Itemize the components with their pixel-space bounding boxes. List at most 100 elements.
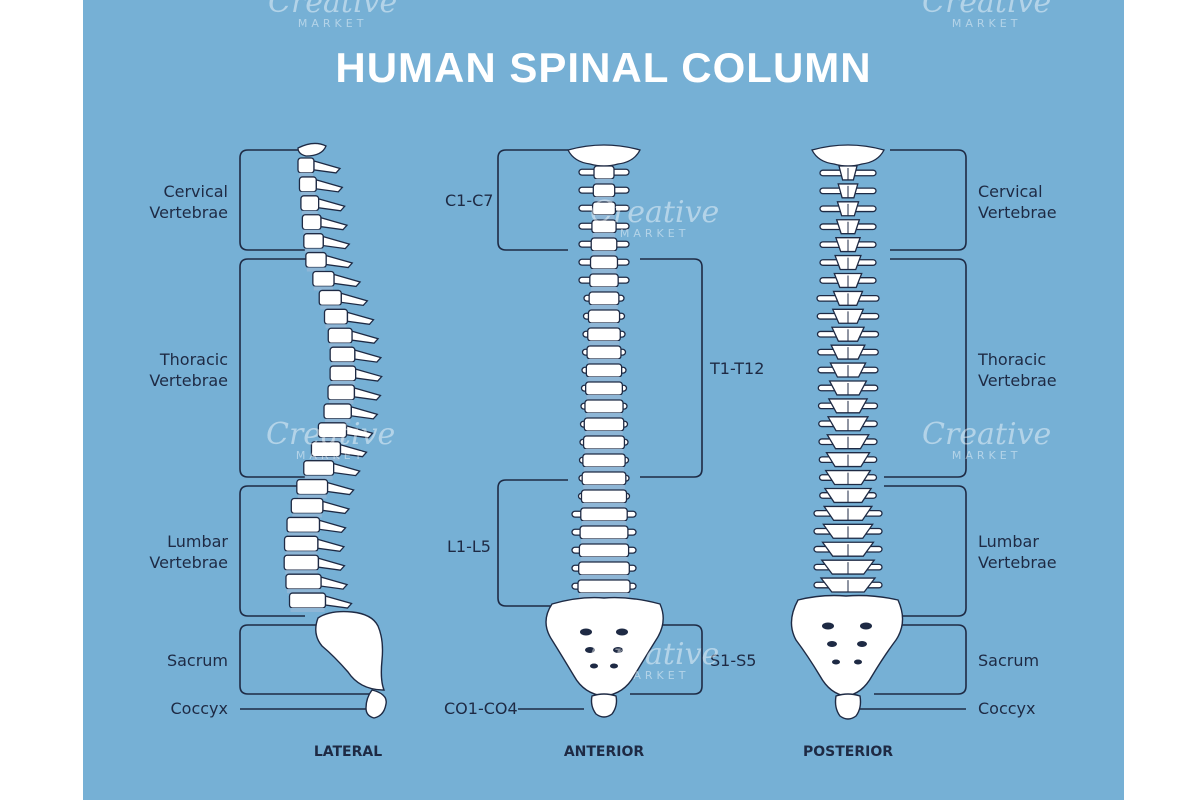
anterior-vertebra-thoracic <box>582 453 626 468</box>
anterior-vertebra-thoracic <box>584 399 624 414</box>
lateral-process-thoracic <box>325 254 354 269</box>
lateral-disc <box>319 437 346 442</box>
lateral-disc <box>286 589 321 594</box>
anterior-disc <box>589 323 619 328</box>
bracket-lines <box>239 149 967 710</box>
lateral-process-thoracic <box>351 330 380 344</box>
anterior-disc <box>583 467 625 472</box>
lateral-vertebra-thoracic <box>305 251 327 269</box>
lateral-vertebra-lumbar <box>286 516 321 533</box>
lateral-vertebra-lumbar <box>285 573 322 590</box>
bracket-anterior-t <box>640 258 703 478</box>
lateral-vertebra-thoracic <box>303 460 335 477</box>
lateral-process-lumbar <box>324 595 353 609</box>
lateral-process-lumbar <box>322 500 351 515</box>
lateral-disc <box>331 362 354 367</box>
anterior-disc <box>586 395 622 400</box>
anterior-vertebra-thoracic <box>587 309 621 324</box>
anterior-vertebra-thoracic <box>583 417 625 432</box>
label-lateral-coccyx: Coccyx <box>170 699 229 718</box>
lateral-process-cervical <box>313 160 342 174</box>
posterior-coccyx <box>834 693 862 720</box>
lateral-vertebra-thoracic <box>327 327 353 344</box>
lateral-process-cervical <box>318 197 346 212</box>
lateral-sacrum <box>315 610 386 691</box>
lateral-vertebra-thoracic <box>318 289 342 306</box>
lateral-disc <box>288 532 319 537</box>
anterior-vertebra-cervical <box>593 165 615 180</box>
anterior-coccyx <box>590 693 618 718</box>
lateral-vertebra-thoracic <box>327 384 356 401</box>
lateral-process-thoracic <box>346 311 375 325</box>
lateral-disc <box>325 418 351 423</box>
lateral-process-thoracic <box>354 349 383 363</box>
anterior-disc <box>579 593 629 598</box>
label-anterior-l: L1-L5 <box>447 537 491 556</box>
posterior-sacrum <box>790 594 904 697</box>
caption-anterior: ANTERIOR <box>563 744 645 760</box>
anterior-disc <box>585 413 623 418</box>
lateral-disc <box>304 475 333 480</box>
lateral-process-thoracic <box>339 443 368 458</box>
anterior-disc <box>590 305 618 310</box>
lateral-process-cervical <box>315 179 344 193</box>
anterior-vertebra-thoracic <box>581 471 627 486</box>
anterior-disc <box>585 431 623 436</box>
lateral-process-lumbar <box>317 557 346 571</box>
lateral-process-thoracic <box>340 292 369 307</box>
lateral-process-thoracic <box>326 481 355 496</box>
lateral-process-thoracic <box>333 273 362 288</box>
lateral-disc <box>313 286 334 291</box>
bracket-lateral-lumbar <box>239 485 305 617</box>
anterior-disc <box>587 377 621 382</box>
bracket-posterior-lumbar <box>880 485 967 617</box>
lateral-disc <box>325 324 347 329</box>
anterior-disc <box>594 197 614 202</box>
anterior-disc <box>581 539 627 544</box>
diagram-title: HUMAN SPINAL COLUMN <box>335 44 872 91</box>
label-lateral-sacrum: Sacrum <box>166 651 228 670</box>
lateral-process-thoracic <box>350 406 379 420</box>
anterior-vertebra-lumbar <box>580 489 628 504</box>
anterior-vertebra-lumbar <box>579 525 629 540</box>
lateral-vertebra-lumbar <box>290 497 324 515</box>
label-posterior-coccyx: Coccyx <box>978 699 1036 718</box>
bracket-posterior-thoracic <box>884 258 967 478</box>
anterior-vertebra-thoracic <box>589 273 619 288</box>
lateral-disc <box>285 570 318 575</box>
lateral-process-thoracic <box>333 462 361 477</box>
bracket-posterior-sacrum <box>874 624 967 695</box>
lateral-process-cervical <box>322 235 351 250</box>
anterior-vertebra-lumbar <box>577 579 631 594</box>
lateral-vertebra-lumbar <box>283 554 320 571</box>
lateral-disc <box>306 267 326 272</box>
lateral-process-lumbar <box>317 538 346 552</box>
label-anterior-co: CO1-CO4 <box>444 699 518 718</box>
anterior-disc <box>580 557 628 562</box>
lateral-process-thoracic <box>355 368 383 382</box>
lateral-process-lumbar <box>318 519 347 534</box>
caption-posterior: POSTERIOR <box>802 744 894 760</box>
bracket-anterior-s <box>630 624 703 695</box>
anterior-disc <box>584 449 624 454</box>
bracket-posterior-cervical <box>890 149 967 251</box>
lateral-spine <box>283 142 383 612</box>
anterior-vertebra-thoracic <box>588 291 620 306</box>
lateral-disc <box>304 248 323 253</box>
lateral-disc <box>292 513 322 518</box>
lateral-disc <box>329 399 354 404</box>
label-anterior-c: C1-C7 <box>445 191 494 210</box>
anterior-disc <box>588 359 620 364</box>
bracket-anterior-l <box>497 479 568 607</box>
lateral-disc <box>312 456 340 461</box>
lateral-disc <box>320 305 341 310</box>
